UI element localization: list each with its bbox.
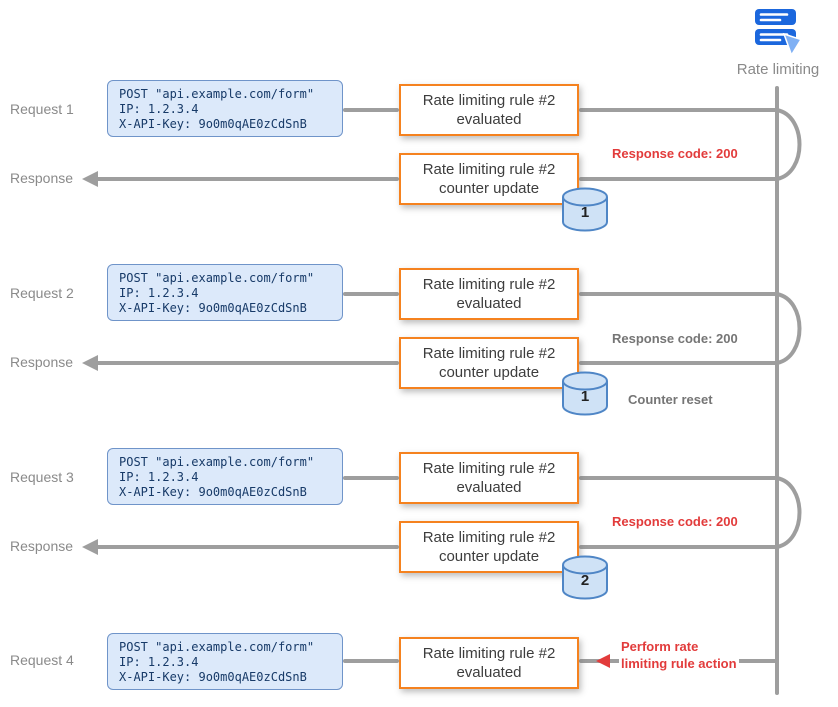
rule-action-arrow-icon bbox=[596, 654, 610, 668]
response1-label: Response bbox=[10, 170, 74, 186]
request-ip-line: IP: 1.2.3.4 bbox=[119, 101, 199, 116]
request1-label: Request 1 bbox=[10, 101, 74, 117]
rule-action-annotation-line2: limiting rule action bbox=[619, 656, 739, 671]
response2-code-annotation: Response code: 200 bbox=[612, 331, 738, 346]
rule-evaluated-box-2: Rate limiting rule #2 evaluated bbox=[399, 268, 579, 320]
response3-line-right bbox=[579, 545, 777, 549]
rule-counter-update-box-1: Rate limiting rule #2 counter update bbox=[399, 153, 579, 205]
counter-value-2: 1 bbox=[580, 388, 590, 405]
request3-line-left bbox=[343, 476, 399, 480]
response3-label: Response bbox=[10, 538, 74, 554]
request-ip-line: IP: 1.2.3.4 bbox=[119, 654, 199, 669]
processing-arc-2 bbox=[775, 292, 802, 365]
response2-label: Response bbox=[10, 354, 74, 370]
actor-lifeline bbox=[775, 86, 779, 695]
request-apikey-line: X-API-Key: 9o0m0qAE0zCdSnB bbox=[119, 669, 307, 684]
request-method-line: POST "api.example.com/form" bbox=[119, 87, 315, 101]
request-apikey-line: X-API-Key: 9o0m0qAE0zCdSnB bbox=[119, 300, 307, 315]
request3-payload-box: POST "api.example.com/form" IP: 1.2.3.4 … bbox=[107, 448, 343, 505]
request-method-line: POST "api.example.com/form" bbox=[119, 455, 315, 469]
processing-arc-3 bbox=[775, 476, 802, 549]
request2-line-left bbox=[343, 292, 399, 296]
response2-line-left bbox=[96, 361, 399, 365]
request3-label: Request 3 bbox=[10, 469, 74, 485]
response1-line-right bbox=[579, 177, 777, 181]
processing-arc-1 bbox=[775, 108, 802, 181]
rule-action-annotation-line1: Perform rate bbox=[619, 639, 701, 654]
rule-counter-update-box-2: Rate limiting rule #2 counter update bbox=[399, 337, 579, 389]
counter-reset-note: Counter reset bbox=[628, 392, 713, 407]
request4-line-left bbox=[343, 659, 399, 663]
request1-line-right bbox=[579, 108, 777, 112]
request2-payload-box: POST "api.example.com/form" IP: 1.2.3.4 … bbox=[107, 264, 343, 321]
request1-payload-box: POST "api.example.com/form" IP: 1.2.3.4 … bbox=[107, 80, 343, 137]
request-ip-line: IP: 1.2.3.4 bbox=[119, 285, 199, 300]
rule-evaluated-box-3: Rate limiting rule #2 evaluated bbox=[399, 452, 579, 504]
request-method-line: POST "api.example.com/form" bbox=[119, 640, 315, 654]
actor-label: Rate limiting bbox=[736, 61, 820, 78]
response1-line-left bbox=[96, 177, 399, 181]
request-apikey-line: X-API-Key: 9o0m0qAE0zCdSnB bbox=[119, 484, 307, 499]
rule-counter-update-box-3: Rate limiting rule #2 counter update bbox=[399, 521, 579, 573]
rate-limiting-rules-icon bbox=[755, 9, 803, 56]
request2-label: Request 2 bbox=[10, 285, 74, 301]
counter-value-1: 1 bbox=[580, 204, 590, 221]
request-apikey-line: X-API-Key: 9o0m0qAE0zCdSnB bbox=[119, 116, 307, 131]
response3-code-annotation: Response code: 200 bbox=[612, 514, 738, 529]
request3-line-right bbox=[579, 476, 777, 480]
response3-line-left bbox=[96, 545, 399, 549]
response1-code-annotation: Response code: 200 bbox=[612, 146, 738, 161]
request1-line-left bbox=[343, 108, 399, 112]
response3-arrow-icon bbox=[82, 539, 98, 555]
request4-label: Request 4 bbox=[10, 652, 74, 668]
response1-arrow-icon bbox=[82, 171, 98, 187]
response2-line-right bbox=[579, 361, 777, 365]
rule-evaluated-box-4: Rate limiting rule #2 evaluated bbox=[399, 637, 579, 689]
request2-line-right bbox=[579, 292, 777, 296]
request4-payload-box: POST "api.example.com/form" IP: 1.2.3.4 … bbox=[107, 633, 343, 690]
request-method-line: POST "api.example.com/form" bbox=[119, 271, 315, 285]
response2-arrow-icon bbox=[82, 355, 98, 371]
request-ip-line: IP: 1.2.3.4 bbox=[119, 469, 199, 484]
counter-value-3: 2 bbox=[580, 572, 590, 589]
rule-evaluated-box-1: Rate limiting rule #2 evaluated bbox=[399, 84, 579, 136]
